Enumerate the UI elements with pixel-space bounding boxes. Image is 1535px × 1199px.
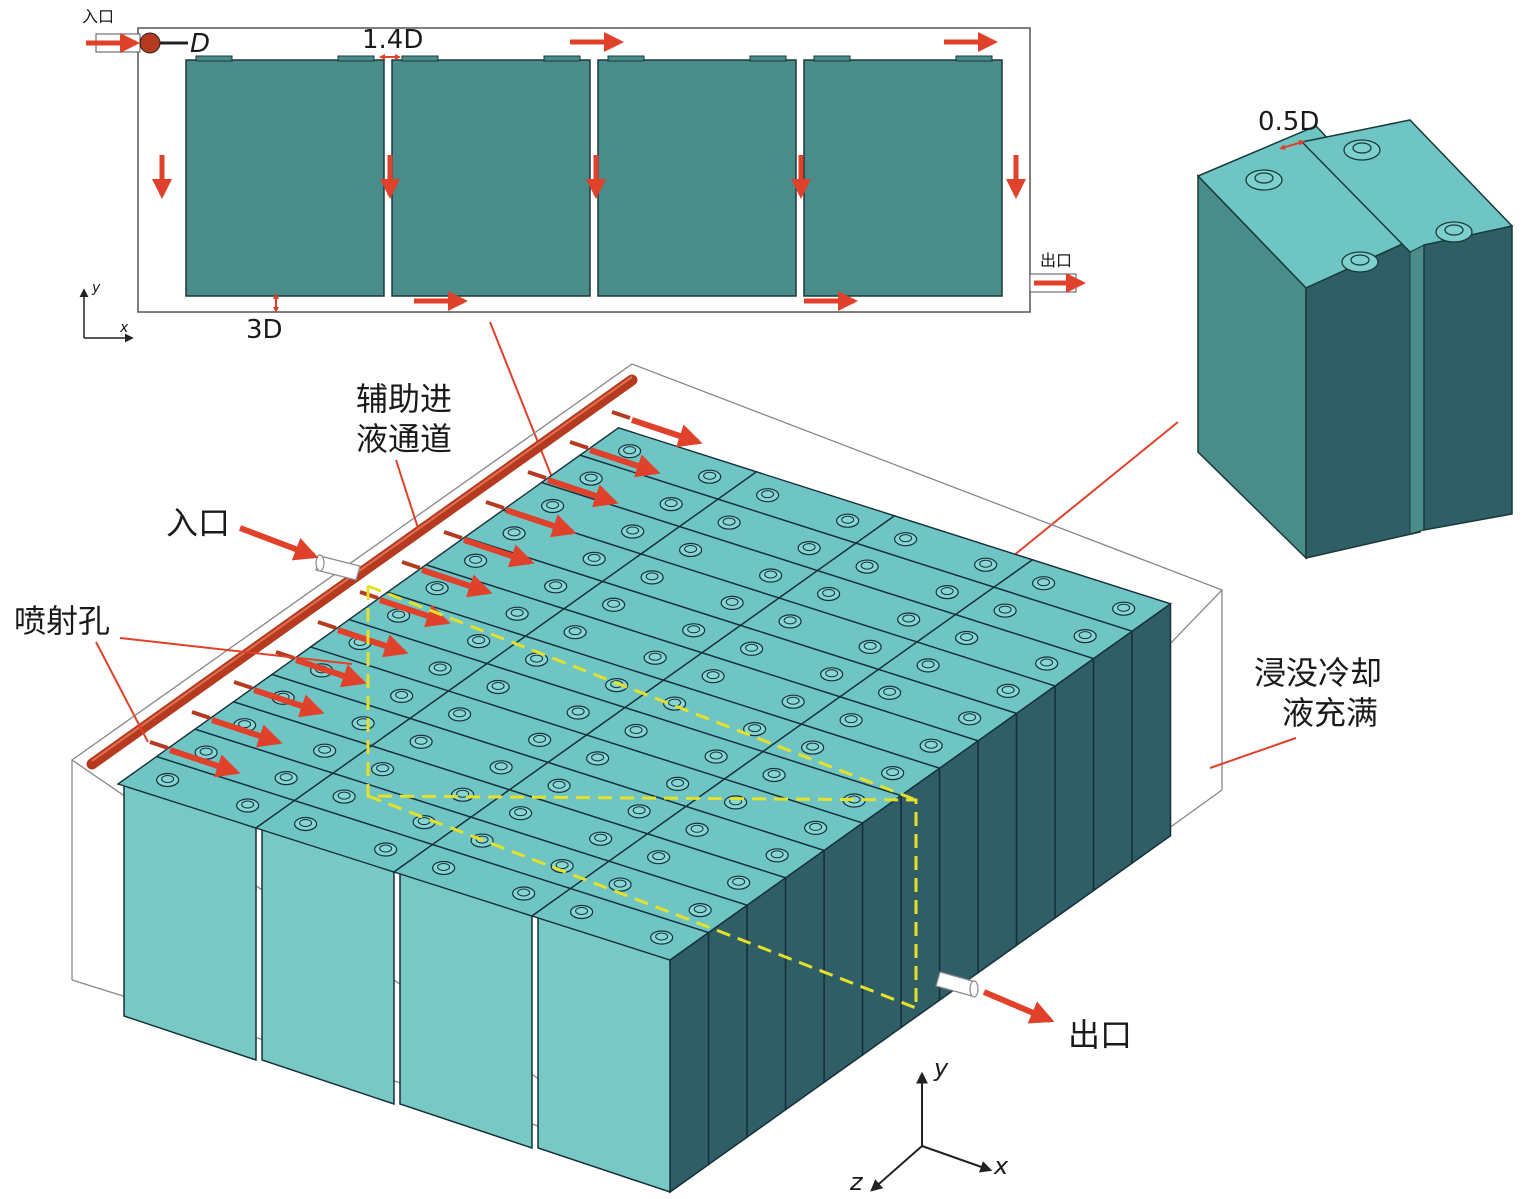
top-axis-y-label: y	[91, 280, 101, 296]
cell-top	[385, 564, 566, 637]
cell-side-face	[900, 766, 941, 1030]
cell-top	[392, 843, 573, 917]
top-view: 入口 D 1.4D 3D 出口 y x	[79, 7, 1086, 345]
main-axis-z-label: z	[849, 1168, 864, 1196]
top-outlet-label: 出口	[1040, 251, 1072, 270]
main-view: 辅助进 液通道 入口 喷射孔 浸没冷却 液充满 出口 y x z	[14, 363, 1382, 1196]
spray-hole-leader-2	[119, 637, 353, 665]
spray-jet	[317, 620, 409, 658]
cell-top	[738, 597, 919, 671]
cell-top	[992, 559, 1173, 632]
top-view-container	[137, 27, 1031, 313]
main-axis-x	[921, 1145, 993, 1173]
cell-top	[876, 641, 1057, 715]
cell-side-face	[707, 903, 748, 1167]
cell-side-face	[861, 794, 902, 1057]
aux-channel-pipe	[86, 374, 638, 770]
cell-front-face	[261, 826, 395, 1106]
main-axis-x-label: x	[993, 1152, 1009, 1180]
cell-side-face	[1092, 629, 1133, 893]
detail-cell-left-side	[1305, 234, 1421, 559]
spray-jet	[401, 560, 493, 598]
cell-gap-label: 1.4D	[362, 25, 423, 55]
main-outlet-arrow	[982, 989, 1055, 1024]
main-cell-array	[116, 427, 1173, 1194]
aux-channel-label-1: 辅助进	[356, 380, 452, 418]
diameter-label: D	[190, 29, 210, 59]
cell-top	[761, 723, 942, 797]
bottom-gap-label: 3D	[246, 315, 283, 345]
cell-side-face	[1131, 602, 1172, 865]
cell-side-face	[746, 876, 787, 1139]
spray-arrows	[149, 410, 703, 778]
detail-terminals	[1245, 139, 1473, 273]
top-cell	[185, 55, 385, 297]
spray-jet	[569, 440, 661, 478]
aux-channel-label-2: 液通道	[356, 420, 452, 458]
main-inlet-arrow	[238, 525, 319, 561]
cell-side-face	[784, 848, 825, 1112]
main-inlet-pipe	[315, 554, 361, 581]
spray-jet	[191, 710, 283, 748]
cell-front-face	[123, 782, 257, 1062]
spray-jet	[149, 740, 241, 778]
cell-front-face	[399, 870, 533, 1150]
cell-side-face	[669, 931, 710, 1194]
cell-side-face	[823, 821, 864, 1084]
aux-channel-leader	[395, 459, 419, 529]
cell-top	[607, 833, 788, 906]
cell-top	[254, 799, 435, 873]
cell-front-face	[537, 914, 671, 1194]
immersion-label-1: 浸没冷却	[1254, 654, 1382, 692]
cell-top	[530, 887, 711, 961]
top-inlet-label: 入口	[82, 7, 114, 26]
top-cell	[391, 55, 591, 297]
aux-channel-pipe-highlight	[91, 376, 633, 762]
spray-jet	[611, 410, 703, 448]
cell-top	[915, 613, 1096, 687]
spray-jet	[443, 530, 535, 568]
detail-cell-right-side	[1423, 225, 1513, 531]
spray-hole-label: 喷射孔	[14, 602, 110, 640]
cell-side-face	[977, 711, 1018, 975]
top-cell	[803, 55, 1003, 297]
top-view-cells	[185, 55, 1003, 297]
spray-jet	[527, 470, 619, 508]
detail-gap-label: 0.5D	[1258, 107, 1319, 137]
main-inlet-label: 入口	[166, 504, 230, 542]
leader-detail-to-main	[985, 421, 1179, 579]
cell-top	[347, 591, 528, 665]
cell-top	[584, 706, 765, 780]
diameter-marker	[139, 32, 161, 54]
immersion-label-2: 液充满	[1282, 694, 1378, 732]
cell-side-face	[938, 739, 979, 1002]
cell-side-face	[1015, 684, 1056, 947]
main-axis-y-label: y	[933, 1054, 949, 1082]
spray-jet	[485, 500, 577, 538]
main-axis-z	[870, 1145, 923, 1192]
spray-jet	[233, 680, 325, 718]
spray-hole-leader-1	[95, 641, 149, 743]
main-outlet-label: 出口	[1068, 1016, 1132, 1054]
top-cell	[597, 55, 797, 297]
detail-view: 0.5D	[1196, 107, 1514, 560]
cell-top	[953, 586, 1134, 660]
cell-top	[408, 690, 589, 764]
detail-cell-right-front	[1409, 244, 1425, 535]
cell-top	[838, 668, 1019, 742]
immersion-leader	[1209, 737, 1297, 769]
section-plane-dashes	[366, 584, 918, 1010]
main-outlet-pipe	[935, 971, 979, 998]
detail-gap-arrow	[1279, 139, 1305, 151]
top-axis-x-label: x	[119, 320, 129, 336]
cell-side-face	[1054, 657, 1095, 920]
